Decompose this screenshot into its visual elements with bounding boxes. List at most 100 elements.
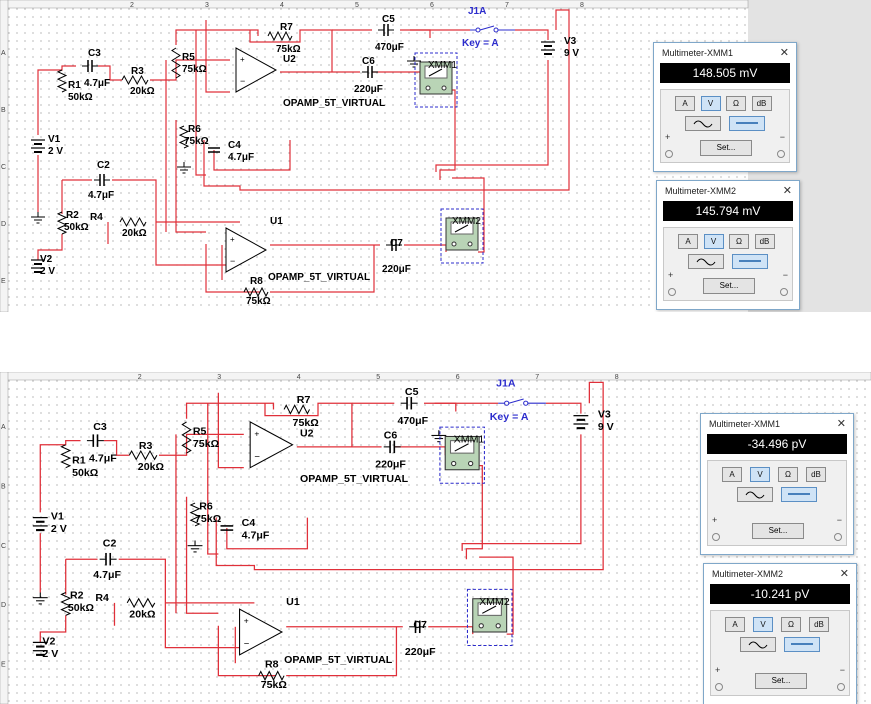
mode-button-1[interactable]: V — [753, 617, 773, 632]
battery-v2[interactable] — [32, 641, 48, 656]
capacitor-c5[interactable] — [400, 396, 418, 410]
ac-button[interactable] — [740, 637, 776, 652]
mode-button-3[interactable]: dB — [806, 467, 826, 482]
capacitor-c7[interactable] — [409, 620, 427, 634]
minus-terminal[interactable] — [837, 683, 845, 691]
resistor-r8[interactable] — [243, 286, 269, 298]
label-opamp-u2: OPAMP_5T_VIRTUAL — [300, 473, 409, 485]
resistor-r6[interactable] — [189, 502, 201, 527]
minus-terminal[interactable] — [777, 150, 785, 158]
window-title-bar[interactable]: Multimeter-XMM1 ✕ — [701, 414, 853, 434]
close-icon[interactable]: ✕ — [839, 568, 849, 580]
mode-button-0[interactable]: A — [675, 96, 695, 111]
mode-button-0[interactable]: A — [722, 467, 742, 482]
battery-v2[interactable] — [31, 259, 45, 273]
opamp-u1[interactable]: +− — [239, 608, 284, 656]
capacitor-c3[interactable] — [86, 434, 104, 447]
mode-button-0[interactable]: A — [678, 234, 698, 249]
switch-j1a[interactable] — [470, 25, 515, 33]
switch-j1a[interactable] — [498, 398, 546, 406]
resistor-r1[interactable] — [56, 69, 68, 93]
window-title: Multimeter-XMM2 — [665, 186, 737, 196]
label-v3-value: 9 V — [564, 48, 579, 59]
resistor-r5[interactable] — [181, 421, 192, 454]
mode-button-0[interactable]: A — [725, 617, 745, 632]
label-v1: V1 — [48, 134, 61, 145]
minus-terminal[interactable] — [834, 533, 842, 541]
capacitor-c7[interactable] — [386, 239, 402, 251]
dc-button[interactable] — [781, 487, 817, 502]
ac-button[interactable] — [688, 254, 724, 269]
mode-button-1[interactable]: V — [703, 234, 724, 249]
capacitor-c6[interactable] — [383, 440, 401, 454]
multimeter-xmm2-symbol[interactable] — [466, 588, 513, 647]
mode-button-2[interactable]: Ω — [781, 617, 801, 632]
window-title-bar[interactable]: Multimeter-XMM2 ✕ — [657, 181, 799, 201]
set-button[interactable]: Set... — [752, 523, 804, 539]
capacitor-c2[interactable] — [99, 552, 117, 566]
mode-button-1[interactable]: V — [750, 467, 770, 482]
battery-v3[interactable] — [541, 41, 555, 55]
close-icon[interactable]: ✕ — [779, 47, 789, 59]
resistor-r2[interactable] — [60, 592, 72, 616]
capacitor-c2[interactable] — [94, 174, 110, 186]
resistor-r3[interactable] — [121, 74, 149, 86]
ac-button[interactable] — [685, 116, 721, 131]
resistor-r7[interactable] — [283, 404, 310, 415]
dc-button[interactable] — [732, 254, 768, 269]
mode-button-2[interactable]: Ω — [778, 467, 798, 482]
resistor-r1[interactable] — [60, 444, 72, 469]
resistor-r8[interactable] — [258, 670, 285, 682]
mode-button-3[interactable]: dB — [809, 617, 829, 632]
plus-terminal[interactable] — [712, 533, 720, 541]
dc-button[interactable] — [784, 637, 820, 652]
multimeter-xmm1-symbol[interactable] — [439, 426, 485, 484]
resistor-r3[interactable] — [128, 449, 158, 461]
capacitor-c5[interactable] — [378, 24, 394, 36]
set-button[interactable]: Set... — [755, 673, 807, 689]
plus-terminal[interactable] — [665, 150, 673, 158]
plus-terminal[interactable] — [668, 288, 676, 296]
resistor-r4[interactable] — [119, 216, 147, 228]
multimeter-xmm1-symbol[interactable] — [414, 52, 458, 108]
close-icon[interactable]: ✕ — [782, 185, 792, 197]
battery-v1[interactable] — [31, 139, 45, 153]
wire — [103, 440, 130, 456]
mode-button-3[interactable]: dB — [751, 96, 772, 111]
ac-button[interactable] — [737, 487, 773, 502]
capacitor-c6[interactable] — [362, 66, 378, 78]
resistor-r6[interactable] — [178, 125, 190, 149]
window-title-bar[interactable]: Multimeter-XMM1 ✕ — [654, 43, 796, 63]
window-title-bar[interactable]: Multimeter-XMM2 ✕ — [704, 564, 856, 584]
mode-button-3[interactable]: dB — [754, 234, 775, 249]
opamp-u2[interactable]: +− — [235, 47, 278, 93]
capacitor-c4[interactable] — [208, 147, 220, 153]
resistor-r7[interactable] — [267, 30, 293, 42]
resistor-r2[interactable] — [56, 211, 68, 235]
mode-button-2[interactable]: Ω — [729, 234, 749, 249]
multimeter-xmm2-symbol[interactable] — [440, 208, 484, 264]
set-button[interactable]: Set... — [700, 140, 752, 156]
mode-button-1[interactable]: V — [700, 96, 721, 111]
dc-button[interactable] — [729, 116, 765, 131]
label-r2-value: 50kΩ — [68, 602, 94, 614]
plus-terminal[interactable] — [715, 683, 723, 691]
close-icon[interactable]: ✕ — [836, 418, 846, 430]
capacitor-c4[interactable] — [220, 525, 234, 531]
set-button[interactable]: Set... — [703, 278, 755, 294]
capacitor-c3[interactable] — [82, 60, 98, 72]
resistor-r4[interactable] — [126, 597, 156, 609]
resistor-r5[interactable] — [171, 47, 181, 79]
mode-button-2[interactable]: Ω — [726, 96, 746, 111]
minus-terminal[interactable] — [780, 288, 788, 296]
battery-v3[interactable] — [573, 415, 589, 430]
battery-v1[interactable] — [32, 516, 48, 532]
opamp-u1[interactable]: +− — [225, 227, 268, 273]
opamp-u2[interactable]: +− — [249, 421, 294, 469]
